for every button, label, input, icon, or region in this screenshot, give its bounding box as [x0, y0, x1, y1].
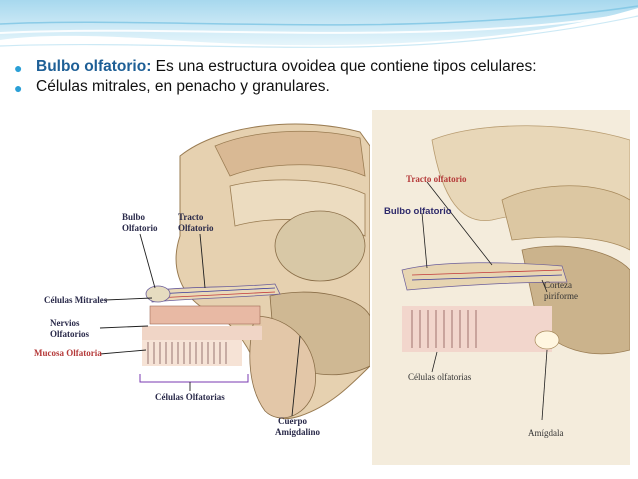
label-amigdala: Amígdala — [528, 428, 564, 438]
label-tracto: Tracto — [178, 212, 204, 222]
bullet-text: Células mitrales, en penacho y granulare… — [36, 78, 330, 95]
label-olfatorio: Olfatorio — [122, 223, 158, 233]
label-bulbo-olfatorio: Bulbo olfatorio — [384, 206, 452, 217]
label-cuerpo: Cuerpo — [278, 416, 307, 426]
label-amigdalino: Amigdalino — [275, 427, 321, 437]
label-mucosa-olfatoria: Mucosa Olfatoria — [34, 348, 102, 358]
olfactory-diagram-right: Tracto olfatorio Bulbo olfatorio Corteza… — [372, 110, 630, 465]
bullet-text: Es una estructura ovoidea que contiene t… — [151, 58, 536, 75]
label-celulas-olfatorias-right: Células olfatorias — [408, 372, 472, 382]
label-celulas-mitrales: Células Mitrales — [44, 295, 108, 305]
bullet-item-bulbo: ● Bulbo olfatorio: Es una estructura ovo… — [10, 57, 610, 76]
label-corteza: Corteza — [544, 280, 572, 290]
bullet-dot-icon: ● — [14, 79, 22, 98]
label-bulbo: Bulbo — [122, 212, 146, 222]
bullet-list: ● Bulbo olfatorio: Es una estructura ovo… — [10, 57, 610, 97]
bullet-item-celulas: ● Células mitrales, en penacho y granula… — [10, 77, 610, 96]
olfactory-diagram-left: Bulbo Olfatorio Tracto Olfatorio Células… — [30, 116, 370, 474]
label-nervios: Nervios — [50, 318, 80, 328]
label-olfatorios: Olfatorios — [50, 329, 89, 339]
label-celulas-olfatorias: Células Olfatorias — [155, 392, 225, 402]
label-piriforme: piriforme — [544, 291, 578, 301]
label-tracto-olfatorio: Tracto olfatorio — [406, 174, 467, 184]
label-olfatorio-2: Olfatorio — [178, 223, 214, 233]
bullet-dot-icon: ● — [14, 59, 22, 78]
bullet-term: Bulbo olfatorio: — [36, 58, 151, 75]
